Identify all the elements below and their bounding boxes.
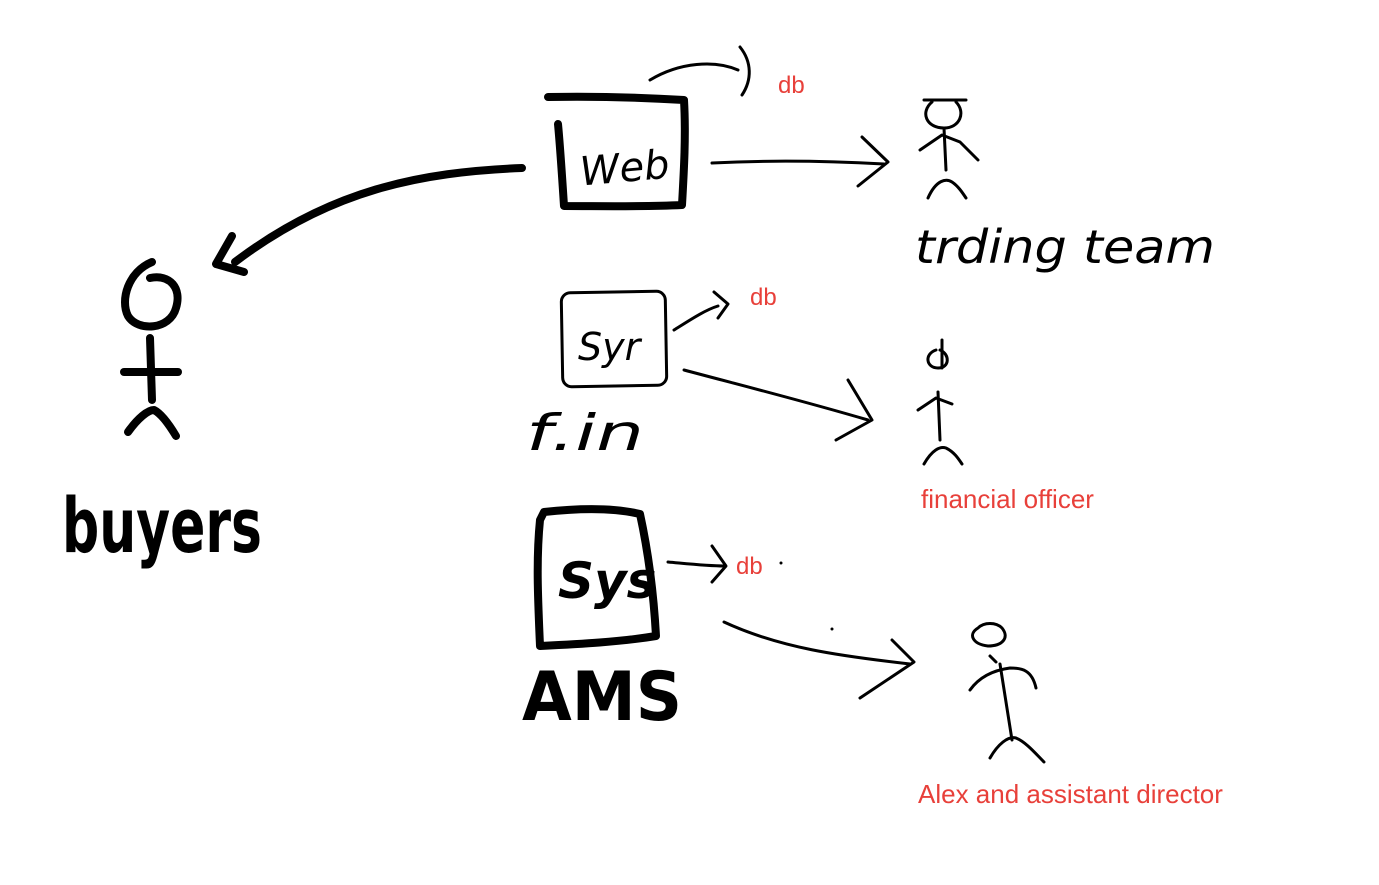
web-box [544, 92, 689, 211]
web-to-db-arrow [648, 45, 751, 97]
web-to-buyers-arrow [212, 164, 526, 276]
fin-sys-caption: f.in [526, 404, 644, 462]
fin-system-node: Syr f.in [526, 289, 669, 462]
stray-dot [830, 627, 834, 631]
trading-team-stick-figure-icon [918, 98, 980, 200]
alex-label: Alex and assistant director [918, 779, 1223, 809]
fin-db-label: db [750, 284, 777, 311]
financial-officer-actor: financial officer [916, 338, 1094, 514]
ams-to-db-arrow [666, 544, 728, 584]
fin-to-financial-officer-arrow [682, 368, 874, 442]
ams-system-node: Sys AMS [522, 505, 682, 737]
web-db-label: db [778, 72, 805, 99]
ams-sys-box [533, 505, 660, 650]
ams-to-alex-arrow [722, 620, 916, 700]
trading-team-actor: trding team [915, 98, 1215, 274]
alex-actor: Alex and assistant director [918, 622, 1223, 809]
fin-sys-box-label: Syr [578, 325, 643, 369]
alex-stick-figure-icon [968, 622, 1046, 764]
financial-officer-stick-figure-icon [916, 338, 964, 466]
fin-sys-box [559, 289, 669, 389]
web-box-label: Web [578, 142, 671, 196]
ams-sys-caption: AMS [522, 658, 682, 737]
ams-db-label: db [736, 553, 763, 580]
web-system-node: Web [544, 92, 689, 211]
ams-sys-box-label: Sys [558, 552, 656, 610]
trading-team-label: trding team [915, 220, 1215, 274]
buyers-stick-figure-icon [120, 258, 182, 440]
buyers-actor: buyers [62, 258, 262, 570]
fin-to-db-arrow [672, 290, 730, 332]
buyers-label: buyers [62, 481, 262, 570]
ams-db-stray-dot [779, 561, 783, 565]
financial-officer-label: financial officer [921, 484, 1094, 514]
web-to-trading-team-arrow [710, 135, 890, 188]
